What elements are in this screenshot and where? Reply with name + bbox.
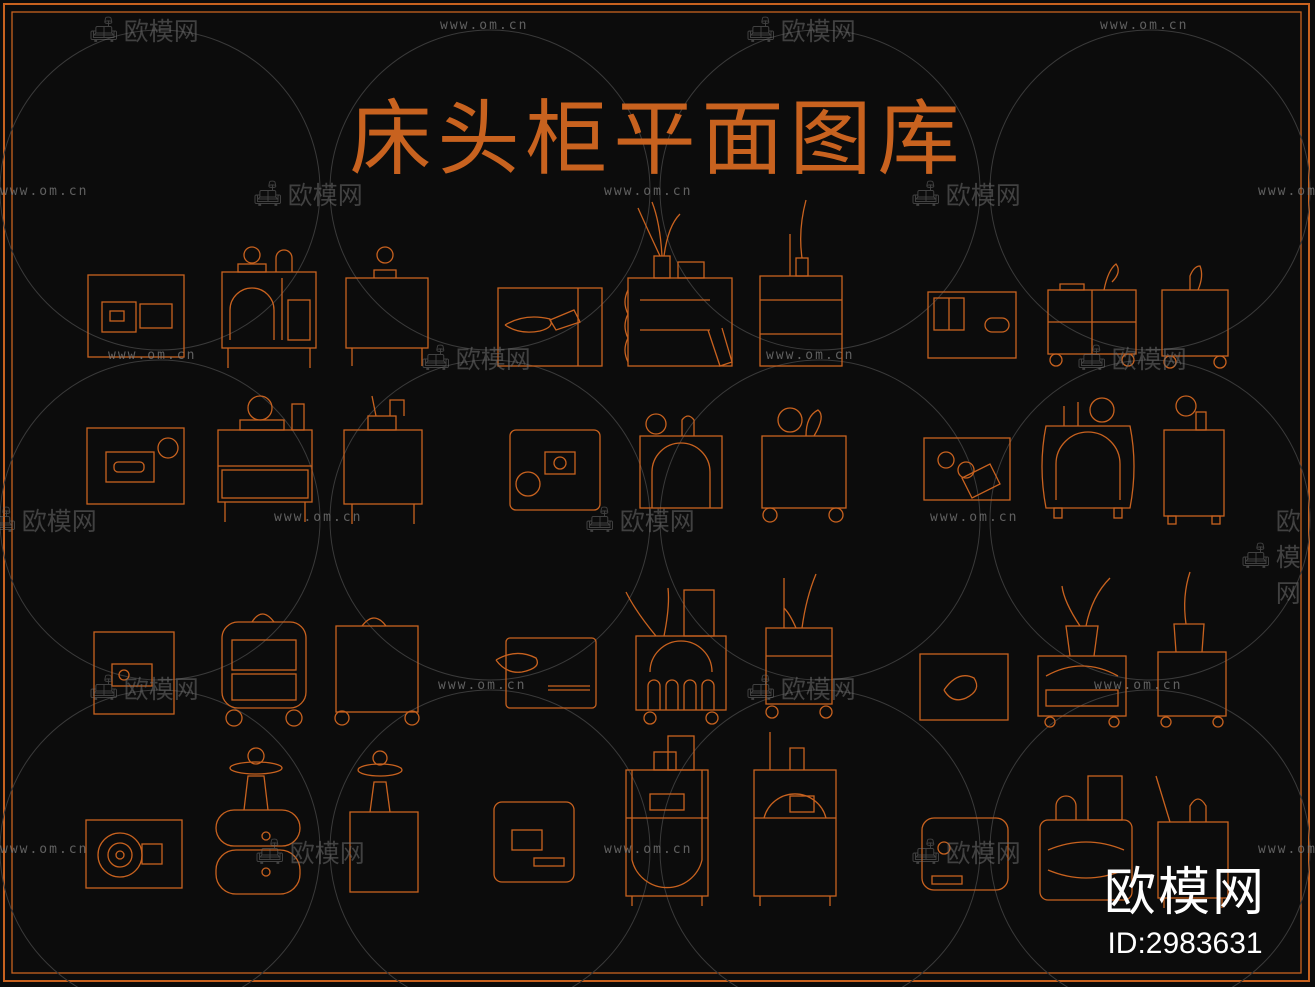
nightstand-set-5 xyxy=(509,407,847,523)
sofa-icon: 🛋 xyxy=(910,837,942,866)
sofa-icon: 🛋 xyxy=(252,179,284,208)
watermark-logo: 🛋欧模网 xyxy=(88,12,199,48)
watermark-logo: 🛋欧模网 xyxy=(910,834,1021,870)
brand-name: 欧模网 xyxy=(1104,863,1267,923)
watermark-logo: 🛋欧模网 xyxy=(88,670,199,706)
watermark-url: www.om.cn xyxy=(766,348,855,363)
watermark-arcs xyxy=(0,29,1311,987)
page-title: 床头柜平面图库 xyxy=(349,92,966,187)
watermark-url: www.om.cn xyxy=(1094,678,1183,693)
brand-stamp: 欧模网 ID:2983631 xyxy=(1104,850,1266,961)
nightstand-set-7 xyxy=(93,613,420,727)
nightstand-set-9 xyxy=(919,571,1227,728)
nightstand-set-3 xyxy=(927,263,1229,369)
watermark-logo-text: 欧模网 xyxy=(619,507,695,536)
watermark-logo: 🛋欧模网 xyxy=(745,12,856,48)
nightstand-set-4 xyxy=(86,395,423,524)
nightstand-set-11 xyxy=(493,732,837,906)
watermark-logo: 🛋欧模网 xyxy=(420,340,531,376)
sofa-icon: 🛋 xyxy=(1240,541,1272,570)
watermark-logo: 🛋欧模网 xyxy=(252,176,363,212)
sofa-icon: 🛋 xyxy=(584,505,616,534)
watermark-logo-text: 欧模网 xyxy=(780,17,856,46)
watermark-url: www.om.cn xyxy=(604,842,693,857)
watermark-logo-text: 欧模网 xyxy=(123,675,199,704)
watermark-logo-text: 欧模网 xyxy=(945,839,1021,868)
nightstand-set-8 xyxy=(495,573,833,725)
sofa-icon: 🛋 xyxy=(910,179,942,208)
nightstand-set-2 xyxy=(497,199,843,367)
nightstand-set-6 xyxy=(923,395,1225,525)
sofa-icon: 🛋 xyxy=(254,837,286,866)
watermark-logo-text: 欧模网 xyxy=(1275,507,1301,608)
sofa-icon: 🛋 xyxy=(88,673,120,702)
watermark-logo: 🛋欧模网 xyxy=(910,176,1021,212)
watermark-logo: 🛋欧模网 xyxy=(584,502,695,538)
watermark-url: www.om.cn xyxy=(108,348,197,363)
watermark-logo: 🛋欧模网 xyxy=(0,502,97,538)
sofa-icon: 🛋 xyxy=(420,343,452,372)
nightstand-set-1 xyxy=(87,246,429,368)
sofa-icon: 🛋 xyxy=(745,15,777,44)
sofa-icon: 🛋 xyxy=(0,505,18,534)
watermark-logo-text: 欧模网 xyxy=(1111,345,1187,374)
outer-border xyxy=(3,3,1310,982)
watermark-logo: 🛋欧模网 xyxy=(254,834,365,870)
watermark-logo: 🛋欧模网 xyxy=(1076,340,1187,376)
watermark-logo-text: 欧模网 xyxy=(289,839,365,868)
watermark-url: www.om.cn xyxy=(0,842,89,857)
sofa-icon: 🛋 xyxy=(1076,343,1108,372)
watermark-logo: 🛋欧模网 xyxy=(1240,502,1315,610)
watermark-url: www.om.cn xyxy=(930,510,1019,525)
watermark-url: www.om.cn xyxy=(438,678,527,693)
watermark-url: www.om.cn xyxy=(604,184,693,199)
watermark-url: www.om.cn xyxy=(1258,842,1315,857)
watermark-logo-text: 欧模网 xyxy=(780,675,856,704)
watermark-logo-text: 欧模网 xyxy=(21,507,97,536)
sofa-icon: 🛋 xyxy=(745,673,777,702)
watermark-logo: 🛋欧模网 xyxy=(745,670,856,706)
nightstand-set-10 xyxy=(85,747,419,895)
inner-border xyxy=(11,11,1302,974)
watermark-logo-text: 欧模网 xyxy=(123,17,199,46)
watermark-url: www.om.cn xyxy=(1100,18,1189,33)
watermark-logo-text: 欧模网 xyxy=(287,181,363,210)
brand-id: ID:2983631 xyxy=(1107,927,1263,960)
watermark-url: www.om.cn xyxy=(274,510,363,525)
watermark-logo-text: 欧模网 xyxy=(455,345,531,374)
nightstand-set-12 xyxy=(921,775,1229,908)
watermark-url: www.om.cn xyxy=(0,184,89,199)
watermark-url: www.om.cn xyxy=(1258,184,1315,199)
watermark-url: www.om.cn xyxy=(440,18,529,33)
sofa-icon: 🛋 xyxy=(88,15,120,44)
watermark-logo-text: 欧模网 xyxy=(945,181,1021,210)
